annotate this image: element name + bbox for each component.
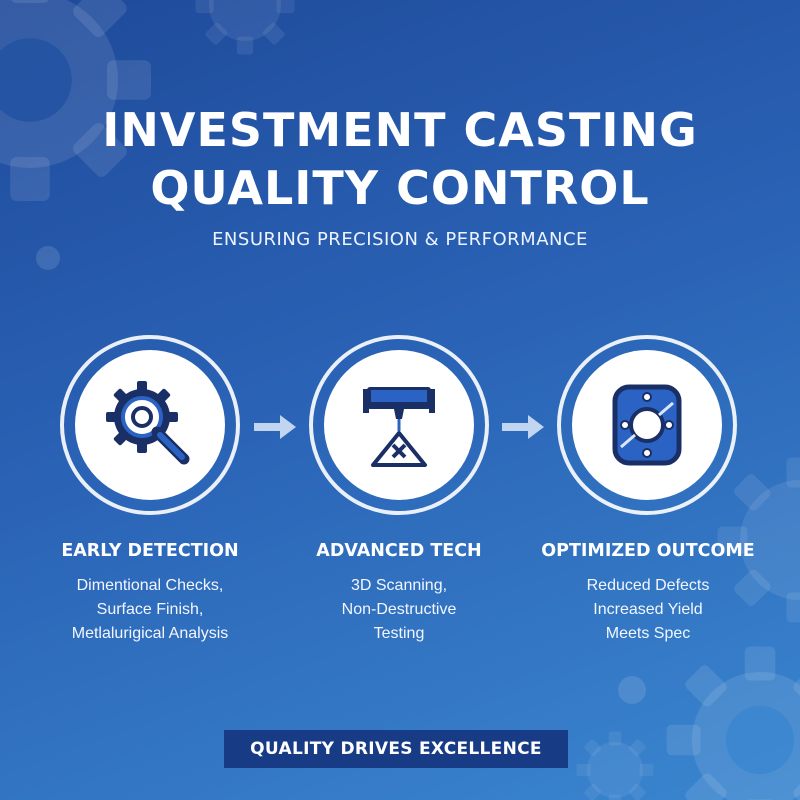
gear-top-small-icon <box>195 0 295 55</box>
step-title-early-detection: EARLY DETECTION <box>61 541 239 561</box>
step-circle-optimized-outcome <box>557 335 737 515</box>
arrow-right-icon <box>502 415 544 439</box>
step-desc-line: Metlalurigical Analysis <box>71 625 229 642</box>
step-title-optimized-outcome: OPTIMIZED OUTCOME <box>541 541 755 561</box>
step-desc-line: Surface Finish, <box>96 601 204 618</box>
cast-plate-icon <box>612 384 682 466</box>
arrow-right-icon <box>254 415 296 439</box>
step-circle-early-detection <box>60 335 240 515</box>
step-title-advanced-tech: ADVANCED TECH <box>316 541 482 561</box>
gear-top-left-icon <box>0 0 152 201</box>
step-desc-line: Increased Yield <box>593 601 703 618</box>
step-desc-advanced-tech: 3D Scanning, Non-Destructive Testing <box>269 574 529 646</box>
step-desc-line: Meets Spec <box>605 625 691 642</box>
gear-bottom-small-icon <box>576 731 654 800</box>
step-desc-line: Non-Destructive <box>341 601 457 618</box>
gear-bottom-right-icon <box>666 646 800 800</box>
step-desc-optimized-outcome: Reduced Defects Increased Yield Meets Sp… <box>518 574 778 646</box>
step-circle-advanced-tech <box>309 335 489 515</box>
gear-magnifier-icon <box>106 381 190 465</box>
footer-banner: QUALITY DRIVES EXCELLENCE <box>224 730 568 768</box>
step-desc-line: Dimentional Checks, <box>76 577 224 594</box>
3d-scanner-icon <box>363 387 435 467</box>
page-title-line1: INVESTMENT CASTING <box>102 103 698 157</box>
step-desc-line: Reduced Defects <box>586 577 710 594</box>
step-desc-early-detection: Dimentional Checks, Surface Finish, Metl… <box>20 574 280 646</box>
page-subtitle: ENSURING PRECISION & PERFORMANCE <box>212 229 588 250</box>
step-desc-line: 3D Scanning, <box>350 577 448 594</box>
page-title-line2: QUALITY CONTROL <box>150 161 650 215</box>
step-desc-line: Testing <box>373 625 425 642</box>
